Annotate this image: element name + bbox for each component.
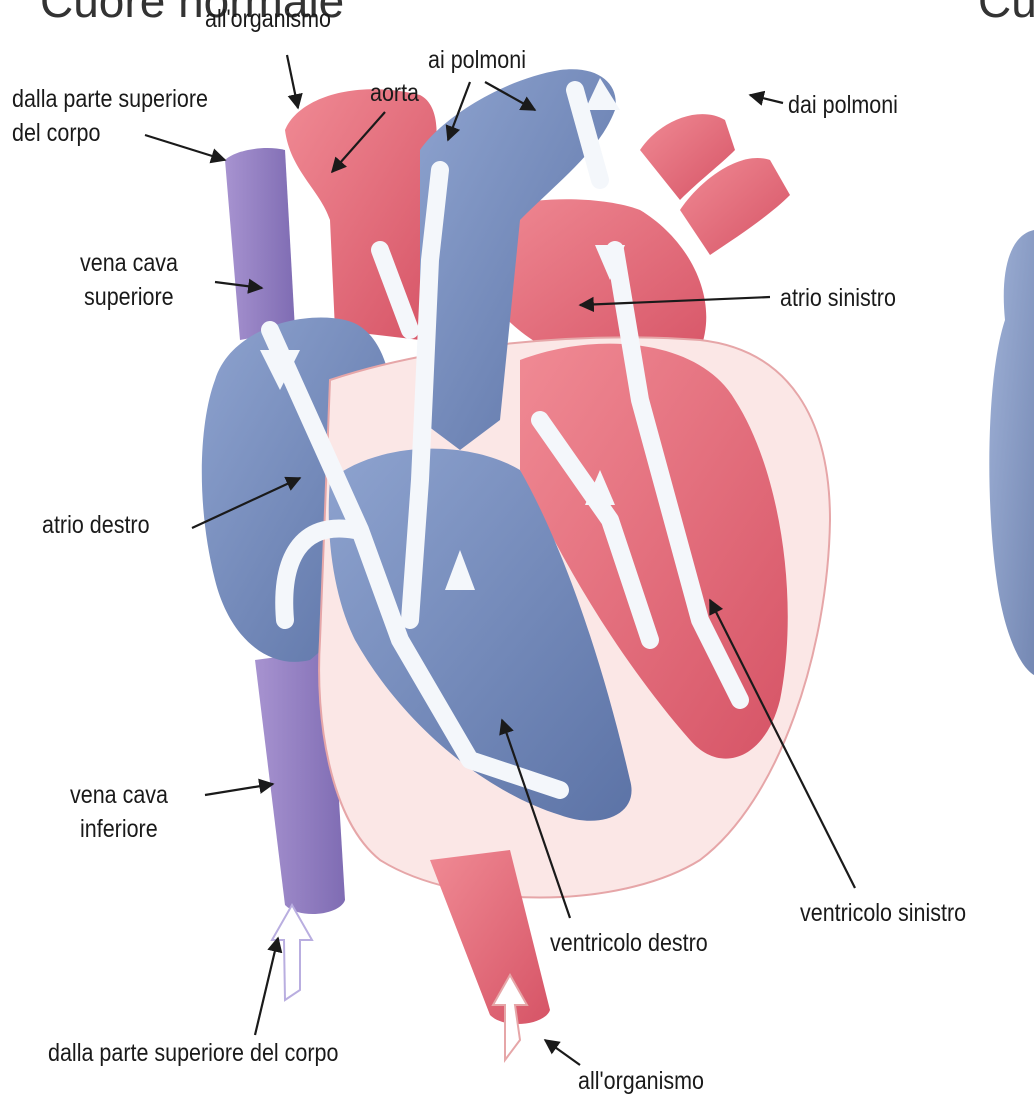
label-superior-vena-cava-line2: superiore (84, 282, 174, 313)
label-from-upper-body-line2: del corpo (12, 118, 100, 149)
ivc-flow-arrow (272, 905, 312, 1000)
label-to-body-top: all'organismo (205, 4, 331, 35)
label-left-atrium: atrio sinistro (780, 283, 896, 314)
label-to-lungs: ai polmoni (428, 45, 526, 76)
label-aorta: aorta (370, 78, 419, 109)
superior-vena-cava (225, 148, 295, 340)
second-heart-fragment (989, 230, 1034, 675)
label-inferior-vena-cava-line2: inferiore (80, 814, 158, 845)
label-superior-vena-cava-line1: vena cava (80, 248, 178, 279)
label-from-upper-body-bottom: dalla parte superiore del corpo (48, 1038, 338, 1069)
label-from-lungs: dai polmoni (788, 90, 898, 121)
label-left-ventricle: ventricolo sinistro (800, 898, 966, 929)
label-right-ventricle: ventricolo destro (550, 928, 708, 959)
label-from-upper-body-line1: dalla parte superiore (12, 84, 208, 115)
aorta (285, 89, 437, 340)
label-right-atrium: atrio destro (42, 510, 150, 541)
label-inferior-vena-cava-line1: vena cava (70, 780, 168, 811)
label-to-body-bottom: all'organismo (578, 1066, 704, 1097)
